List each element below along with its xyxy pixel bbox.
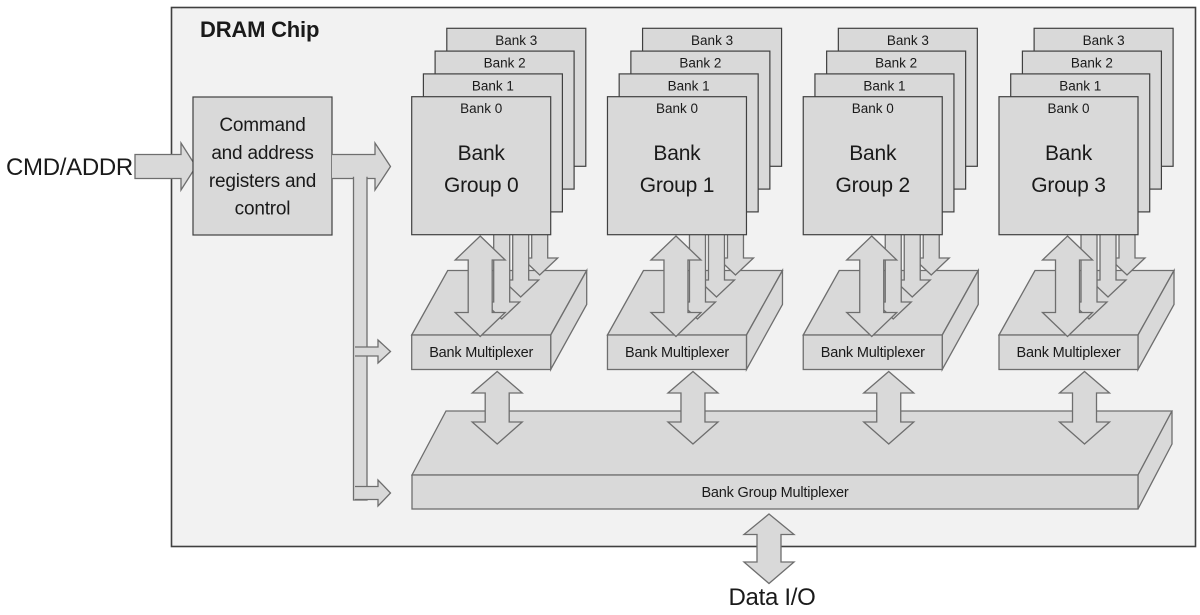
bank-3-data-arrow-icon bbox=[911, 233, 951, 276]
bank-multiplexer-front-face bbox=[411, 334, 552, 371]
bank-group-label: Bank bbox=[849, 142, 897, 165]
bank-mux-to-group-mux-arrow-icon bbox=[861, 370, 916, 445]
bank-2-data-arrow-icon bbox=[501, 233, 541, 298]
bank-multiplexer-label: Bank Multiplexer bbox=[625, 345, 729, 361]
bank-2-data-arrow-icon bbox=[1088, 233, 1128, 298]
bank-0-data-arrow-icon bbox=[1040, 235, 1095, 338]
bank-mux-to-group-mux-arrows bbox=[470, 370, 1112, 445]
bank-group-label: Bank bbox=[458, 142, 506, 165]
bank-group-label: Group 1 bbox=[640, 174, 714, 197]
bank-label: Bank 0 bbox=[1047, 101, 1089, 116]
bank-0-data-arrow-icon bbox=[649, 235, 703, 338]
cmd-addr-input-arrow-icon bbox=[134, 140, 197, 193]
bank-group-label: Group 0 bbox=[444, 174, 518, 197]
bank-group-label: Bank bbox=[653, 142, 701, 165]
chip-title: DRAM Chip bbox=[200, 17, 319, 42]
bank-box bbox=[411, 96, 552, 236]
bank-2-data-arrow-icon bbox=[892, 233, 932, 298]
bank-label: Bank 3 bbox=[1083, 33, 1125, 48]
command-address-control-box bbox=[192, 96, 333, 236]
bank-group-label: Group 3 bbox=[1031, 174, 1105, 197]
bank-label: Bank 0 bbox=[852, 101, 894, 116]
bank-multiplexer-front-face bbox=[802, 334, 943, 371]
bank-3-data-arrow-icon bbox=[715, 233, 756, 276]
bank-multiplexer-front-face bbox=[998, 334, 1139, 371]
bank-mux-to-group-mux-arrow-icon bbox=[666, 370, 720, 445]
command-to-bank-group-mux-arrow-icon bbox=[355, 478, 392, 508]
bank-group-multiplexer-top-face bbox=[410, 410, 1174, 476]
bank-group-label: Bank bbox=[1045, 142, 1093, 165]
bank-multiplexer-label: Bank Multiplexer bbox=[821, 345, 925, 361]
bank-multiplexer-front-face bbox=[606, 334, 748, 371]
bank-label: Bank 3 bbox=[691, 33, 733, 48]
bank-3-data-arrow-icon bbox=[520, 233, 560, 276]
data-io-arrow-icon bbox=[742, 513, 796, 585]
bank-2-data-arrow-icon bbox=[696, 233, 737, 298]
bank-0-data-arrow-icon bbox=[845, 235, 899, 338]
bank-group-multiplexer-label: Bank Group Multiplexer bbox=[701, 485, 848, 501]
bank-mux-to-group-mux-arrow-icon bbox=[470, 370, 524, 445]
bank-label: Bank 1 bbox=[472, 78, 514, 93]
bank-label: Bank 2 bbox=[875, 56, 917, 71]
bank-label: Bank 0 bbox=[656, 101, 698, 116]
command-box-line: Command bbox=[219, 115, 305, 136]
data-io-label: Data I/O bbox=[729, 584, 816, 611]
bank-multiplexer-label: Bank Multiplexer bbox=[1017, 345, 1121, 361]
bank-box bbox=[998, 96, 1139, 236]
bank-box bbox=[802, 96, 943, 236]
command-box-line: control bbox=[235, 199, 291, 220]
cmd-addr-label: CMD/ADDR bbox=[6, 154, 133, 181]
bank-label: Bank 2 bbox=[484, 56, 526, 71]
bank-mux-to-group-mux-arrow-icon bbox=[1057, 370, 1112, 445]
command-to-bank-mux-arrow-icon bbox=[355, 338, 392, 365]
bank-3-data-arrow-icon bbox=[1107, 233, 1147, 276]
command-distribution-bus bbox=[352, 176, 368, 501]
bank-label: Bank 3 bbox=[495, 33, 537, 48]
bank-label: Bank 0 bbox=[460, 101, 502, 116]
bank-multiplexer-label: Bank Multiplexer bbox=[429, 345, 533, 361]
command-box-line: and address bbox=[211, 143, 313, 164]
bank-box bbox=[606, 96, 748, 236]
bank-label: Bank 2 bbox=[679, 56, 721, 71]
bank-0-data-arrow-icon bbox=[453, 235, 507, 338]
bank-label: Bank 1 bbox=[1059, 78, 1101, 93]
bank-label: Bank 1 bbox=[863, 78, 905, 93]
command-box-line: registers and bbox=[209, 171, 316, 192]
bank-label: Bank 3 bbox=[887, 33, 929, 48]
bank-label: Bank 1 bbox=[668, 78, 710, 93]
bank-label: Bank 2 bbox=[1071, 56, 1113, 71]
bank-group-multiplexer-front-face bbox=[411, 474, 1139, 510]
bank-group-label: Group 2 bbox=[835, 174, 909, 197]
command-to-bank-groups-arrow-icon bbox=[332, 140, 392, 193]
